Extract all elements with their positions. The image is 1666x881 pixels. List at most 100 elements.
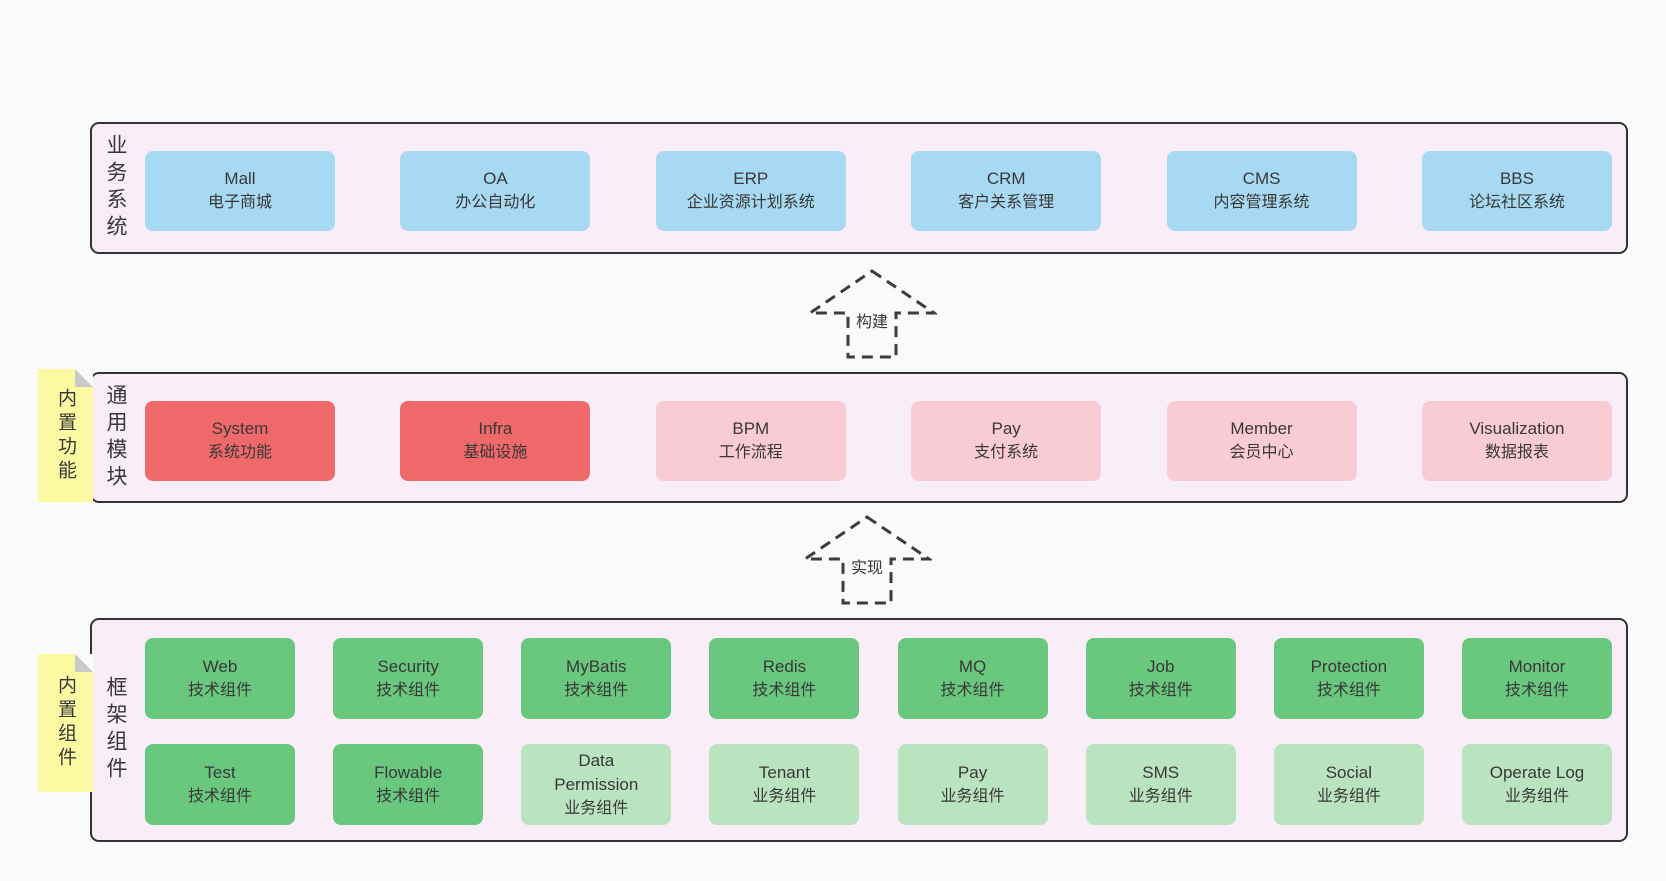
box-title: Test <box>204 762 236 782</box>
box-subtitle: 业务组件 <box>752 787 817 805</box>
box-bbs: BBS 论坛社区系统 <box>1421 151 1612 231</box>
sticky-note-text: 内置功能 <box>55 387 76 484</box>
box-subtitle: 工作流程 <box>718 444 783 462</box>
box-subtitle: 技术组件 <box>752 681 817 699</box>
band-modules-label: 通用模块 <box>104 383 127 492</box>
box-subtitle: 技术组件 <box>187 787 252 805</box>
box-subtitle: 技术组件 <box>564 681 629 699</box>
modules-box-row: System 系统功能 Infra 基础设施 BPM 工作流程 Pay 支付系统… <box>145 401 1612 481</box>
box-title: Member <box>1230 419 1293 439</box>
box-title: CRM <box>986 169 1026 189</box>
arrow-build: 构建 <box>807 268 937 360</box>
box-protection: Protection 技术组件 <box>1273 638 1424 719</box>
box-title: Flowable <box>374 762 443 782</box>
box-oa: OA 办公自动化 <box>400 151 591 231</box>
box-subtitle: 支付系统 <box>974 444 1039 462</box>
box-crm: CRM 客户关系管理 <box>911 151 1102 231</box>
box-bpm: BPM 工作流程 <box>655 401 846 481</box>
box-subtitle: 业务组件 <box>940 787 1005 805</box>
box-title: MyBatis <box>566 656 627 676</box>
box-title: Pay <box>957 762 988 782</box>
box-test: Test 技术组件 <box>145 744 295 825</box>
box-title: Mall <box>224 169 256 189</box>
sticky-note-built-in-features: 内置功能 <box>38 369 93 502</box>
box-pay: Pay 支付系统 <box>911 401 1102 481</box>
box-subtitle: 技术组件 <box>940 681 1005 699</box>
box-mall: Mall 电子商城 <box>145 151 335 231</box>
box-erp: ERP 企业资源计划系统 <box>655 151 846 231</box>
box-title: ERP <box>733 169 769 189</box>
components-box-row-1: Web 技术组件 Security 技术组件 MyBatis 技术组件 Redi… <box>145 638 1612 719</box>
box-subtitle: 技术组件 <box>187 681 252 699</box>
box-subtitle: 技术组件 <box>376 787 441 805</box>
box-subtitle: 技术组件 <box>376 681 441 699</box>
box-title: MQ <box>958 656 987 676</box>
box-subtitle: 办公自动化 <box>455 194 536 212</box>
box-data-permission: Data Permission 业务组件 <box>521 744 672 825</box>
box-subtitle: 企业资源计划系统 <box>686 194 815 212</box>
box-subtitle: 技术组件 <box>1504 681 1569 699</box>
box-web: Web 技术组件 <box>145 638 295 719</box>
box-title: Redis <box>762 656 807 676</box>
arrow-implement-label: 实现 <box>847 559 887 579</box>
box-social: Social 业务组件 <box>1273 744 1424 825</box>
box-title: CMS <box>1242 169 1281 189</box>
box-mybatis: MyBatis 技术组件 <box>521 638 672 719</box>
box-title: SMS <box>1142 762 1180 782</box>
box-title: Web <box>202 656 238 676</box>
box-operate-log: Operate Log 业务组件 <box>1461 744 1612 825</box>
box-title: Job <box>1146 656 1175 676</box>
band-business-label: 业务系统 <box>104 134 127 242</box>
box-redis: Redis 技术组件 <box>709 638 860 719</box>
box-job: Job 技术组件 <box>1085 638 1236 719</box>
band-common-modules: 通用模块 System 系统功能 Infra 基础设施 BPM 工作流程 Pay… <box>90 372 1628 503</box>
box-visualization: Visualization 数据报表 <box>1421 401 1612 481</box>
box-title: BBS <box>1499 169 1534 189</box>
box-title: Infra <box>478 419 513 439</box>
box-title: System <box>211 419 269 439</box>
box-subtitle: 论坛社区系统 <box>1468 194 1565 212</box>
box-flowable: Flowable 技术组件 <box>333 744 484 825</box>
box-infra: Infra 基础设施 <box>400 401 591 481</box>
box-cms: CMS 内容管理系统 <box>1166 151 1357 231</box>
box-subtitle: 会员中心 <box>1229 444 1294 462</box>
box-system: System 系统功能 <box>145 401 335 481</box>
box-subtitle: 业务组件 <box>564 799 629 817</box>
components-box-row-2: Test 技术组件 Flowable 技术组件 Data Permission … <box>145 744 1612 825</box>
box-title: Social <box>1325 762 1372 782</box>
folded-corner-icon <box>75 369 93 387</box>
box-subtitle: 业务组件 <box>1128 787 1193 805</box>
box-title: Data Permission <box>554 751 639 794</box>
box-subtitle: 技术组件 <box>1316 681 1381 699</box>
sticky-note-text: 内置组件 <box>55 675 76 771</box>
box-title: Visualization <box>1469 419 1565 439</box>
arrow-implement: 实现 <box>802 514 932 606</box>
band-components-label: 框架组件 <box>104 676 127 784</box>
band-business-systems: 业务系统 Mall 电子商城 OA 办公自动化 ERP 企业资源计划系统 CRM… <box>90 122 1628 254</box>
box-pay-biz: Pay 业务组件 <box>897 744 1048 825</box>
box-title: Pay <box>991 419 1021 439</box>
box-title: Tenant <box>758 762 810 782</box>
box-tenant: Tenant 业务组件 <box>709 744 860 825</box>
box-subtitle: 客户关系管理 <box>958 194 1055 212</box>
box-subtitle: 内容管理系统 <box>1213 194 1310 212</box>
box-subtitle: 系统功能 <box>207 444 272 462</box>
box-subtitle: 基础设施 <box>463 444 528 462</box>
box-subtitle: 数据报表 <box>1484 444 1549 462</box>
box-monitor: Monitor 技术组件 <box>1461 638 1612 719</box>
folded-corner-icon <box>75 654 93 672</box>
box-member: Member 会员中心 <box>1166 401 1357 481</box>
box-subtitle: 技术组件 <box>1128 681 1193 699</box>
box-title: Operate Log <box>1489 762 1585 782</box>
box-sms: SMS 业务组件 <box>1085 744 1236 825</box>
box-title: Protection <box>1310 656 1388 676</box>
box-title: OA <box>483 169 508 189</box>
sticky-note-built-in-components: 内置组件 <box>38 654 93 792</box>
band-framework-components: 框架组件 Web 技术组件 Security 技术组件 MyBatis 技术组件… <box>90 618 1628 842</box>
business-box-row: Mall 电子商城 OA 办公自动化 ERP 企业资源计划系统 CRM 客户关系… <box>145 151 1612 231</box>
box-subtitle: 电子商城 <box>207 194 272 212</box>
box-title: Monitor <box>1508 656 1566 676</box>
box-security: Security 技术组件 <box>333 638 484 719</box>
box-subtitle: 业务组件 <box>1504 787 1569 805</box>
